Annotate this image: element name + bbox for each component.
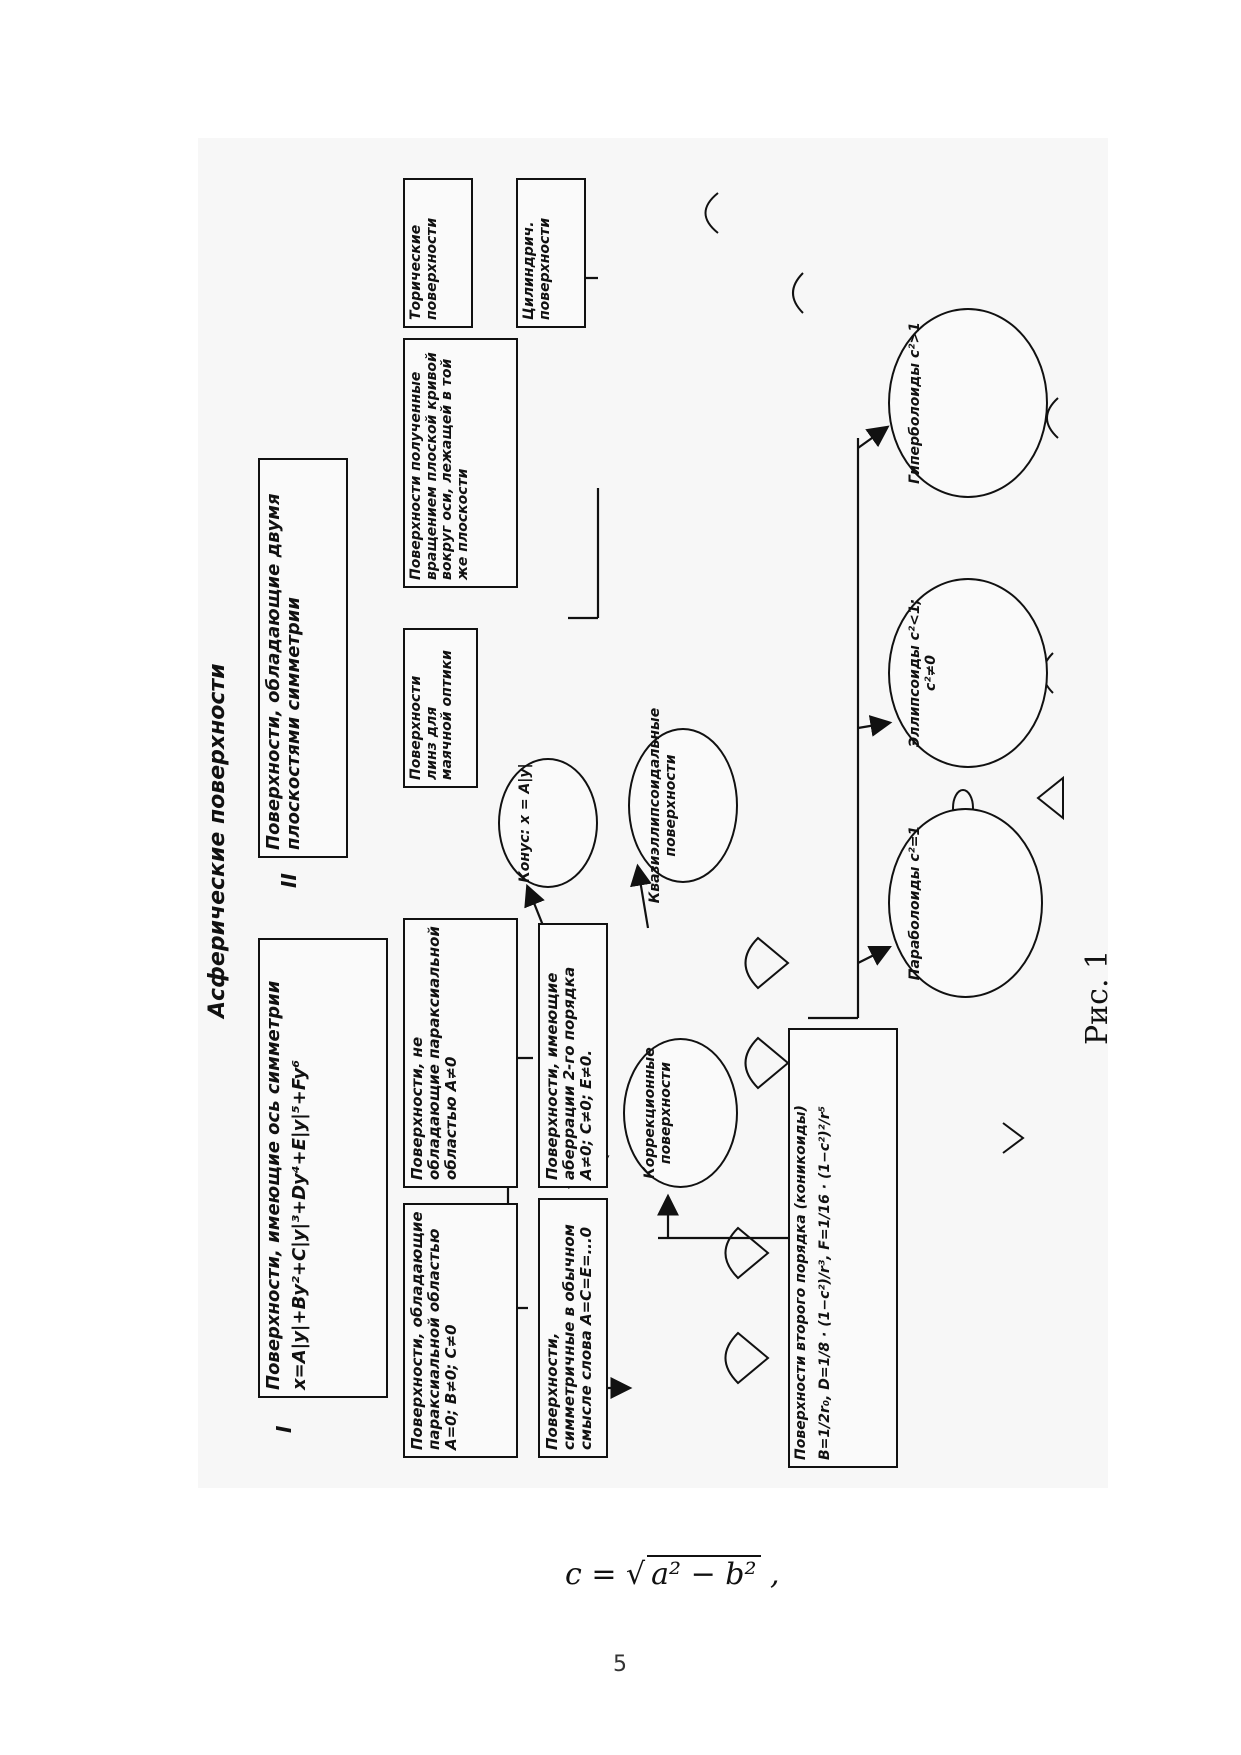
formula: c = √a² − b² , <box>565 1555 780 1592</box>
cone-sketch <box>1036 775 1064 821</box>
correction-circle: Коррекционные поверхности <box>623 1038 738 1188</box>
cone-label: Конус: x = A|y| <box>517 763 533 883</box>
group2-numeral: II <box>277 873 301 888</box>
group1-box: Поверхности, имеющие ось симметрии x=A|y… <box>258 938 388 1398</box>
cone-circle: Конус: x = A|y| <box>498 758 598 888</box>
figure-title: Асферические поверхности <box>205 663 230 1018</box>
hyperboloid-label: Гиперболоиды c²>1 <box>907 322 923 484</box>
group2-box: Поверхности, обладающие двумя плоскостям… <box>258 458 348 858</box>
toric-box: Торические поверхности <box>403 178 473 328</box>
formula-lhs: c = <box>565 1557 627 1592</box>
lens-sketch-5 <box>724 1226 770 1280</box>
page-number: 5 <box>613 1652 627 1677</box>
formula-tail: , <box>760 1557 780 1592</box>
toric-sketch <box>704 192 719 234</box>
cylinder-sketch <box>792 272 804 314</box>
link-hyperboloid <box>857 425 890 449</box>
lens-sketch-6 <box>744 1036 790 1090</box>
paraxial-box: Поверхности, обладающие параксиальной об… <box>403 1203 518 1458</box>
link-aberration-quasi <box>630 863 652 929</box>
diagram-figure: Асферические поверхности I Поверхности, … <box>198 138 1108 1488</box>
hyperboloid-sketch <box>1046 397 1059 439</box>
lens-sketch-7 <box>744 936 790 990</box>
group1-text: Поверхности, имеющие ось симметрии <box>263 980 284 1390</box>
quasi-circle: Квазиэллипсоидальные поверхности <box>628 708 738 903</box>
correction-sketch <box>1002 1122 1025 1154</box>
second-order-title: Поверхности второго порядка (коникоиды) <box>793 1105 809 1460</box>
rotated-diagram: Асферические поверхности I Поверхности, … <box>198 138 1108 1488</box>
aberration-box: Поверхности, имеющие аберрации 2-го поря… <box>538 923 608 1188</box>
second-order-formula: B=1/2r₀, D=1/8 · (1−c²)/r³, F=1/16 · (1−… <box>816 1106 833 1460</box>
quasi-label: Квазиэллипсоидальные поверхности <box>647 707 679 904</box>
group2-text: Поверхности, обладающие двумя плоскостям… <box>263 493 305 850</box>
rotation-box: Поверхности полученные вращением плоской… <box>403 338 518 588</box>
ellipsoid-circle: Эллипсоиды c²<1; c²≠0 <box>888 578 1048 768</box>
paraboloid-circle: Параболоиды c²=1 <box>888 808 1043 998</box>
group1-numeral: I <box>272 1425 296 1433</box>
lens-sketch-4 <box>724 1331 770 1385</box>
link-paraboloid <box>857 946 892 966</box>
second-order-box: Поверхности второго порядка (коникоиды) … <box>788 1028 898 1468</box>
hyperboloid-circle: Гиперболоиды c²>1 <box>888 308 1048 498</box>
correction-label: Коррекционные поверхности <box>642 1047 674 1179</box>
symmetric-box: Поверхности, симметричные в обычном смыс… <box>538 1198 608 1458</box>
lighthouse-box: Поверхности линз для маячной оптики <box>403 628 478 788</box>
ellipsoid-label: Эллипсоиды c²<1; c²≠0 <box>907 598 939 748</box>
group1-equation: x=A|y|+By²+C|y|³+Dy⁴+E|y|⁵+Fy⁶ <box>289 1059 311 1390</box>
nonparaxial-box: Поверхности, не обладающие параксиальной… <box>403 918 518 1188</box>
sqrt-sign: √ <box>626 1557 646 1592</box>
cylindrical-box: Цилиндрич. поверхности <box>516 178 586 328</box>
formula-radicand: a² − b² <box>647 1555 761 1592</box>
figure-caption: Рис. 1 <box>1080 949 1115 1045</box>
figure-caption-wrap: Рис. 1 <box>1080 910 1140 1050</box>
paraboloid-label: Параболоиды c²=1 <box>907 825 923 981</box>
link-ellipsoid <box>857 715 893 737</box>
